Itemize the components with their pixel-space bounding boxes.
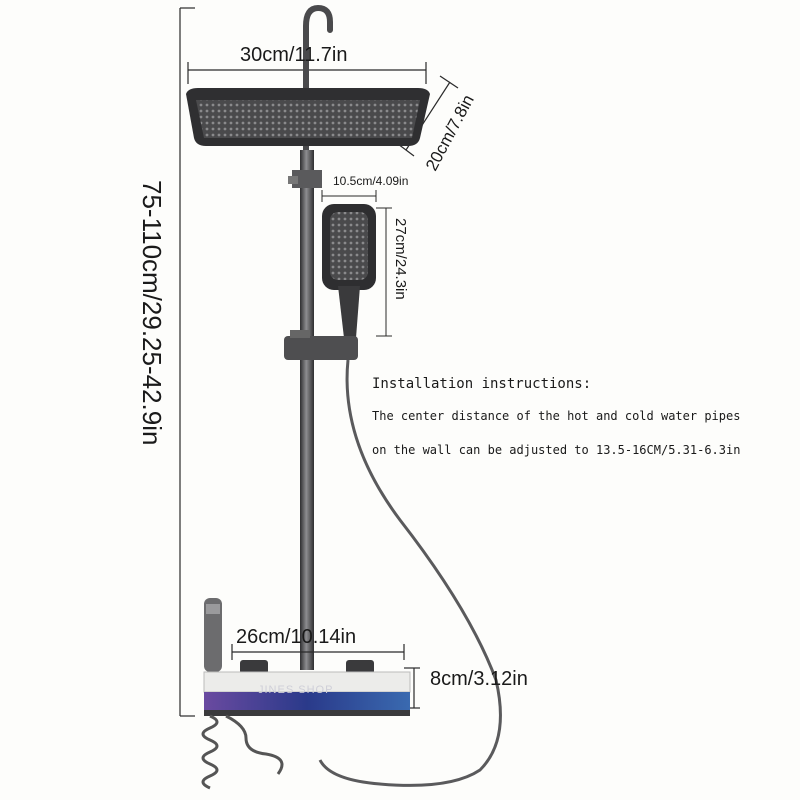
shower-arm (303, 4, 333, 171)
handheld-length-dimension-line (376, 207, 392, 337)
shower-hose (318, 359, 502, 787)
handheld-width-label: 10.5cm/4.09in (333, 174, 409, 188)
control-knobs (240, 660, 374, 674)
installation-line-2: on the wall can be adjusted to 13.5-16CM… (372, 443, 741, 457)
spring-hose (201, 714, 284, 790)
bidet-sprayer (204, 598, 222, 672)
head-width-label: 30cm/11.7in (240, 44, 348, 66)
total-height-dimension-line (179, 7, 195, 717)
thermostatic-panel (203, 671, 411, 716)
panel-width-label: 26cm/10.14in (236, 626, 357, 648)
total-height-label: 75-110cm/29.25-42.9in (137, 180, 167, 446)
upper-bracket (288, 170, 322, 188)
panel-width-dimension-line (231, 644, 405, 660)
slide-rod (300, 150, 314, 670)
shop-watermark: JINES SHOP (258, 684, 334, 696)
panel-height-label: 8cm/3.12in (430, 668, 528, 690)
handheld-shower (322, 204, 376, 338)
installation-line-1: The center distance of the hot and cold … (372, 409, 741, 423)
installation-title: Installation instructions: (372, 376, 592, 392)
sliding-holder (284, 330, 358, 360)
rain-shower-head (186, 88, 430, 146)
handheld-width-dimension-line (321, 190, 377, 202)
handheld-length-label: 27cm/24.3in (392, 218, 409, 300)
